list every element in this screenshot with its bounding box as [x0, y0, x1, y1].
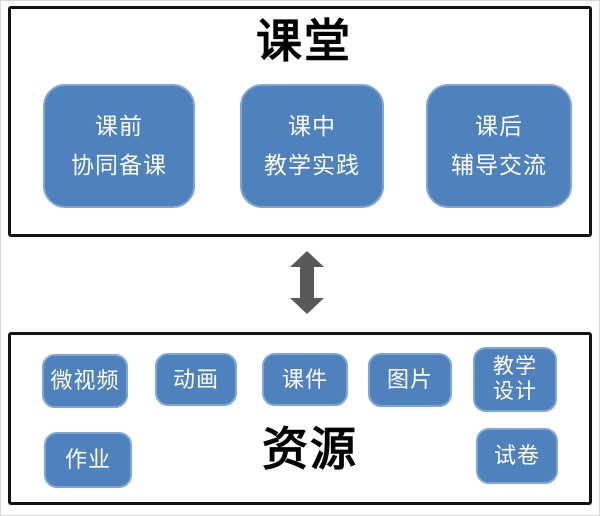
- resource-box-micro-video: 微视频: [42, 354, 128, 408]
- resource-box-picture: 图片: [368, 353, 452, 407]
- box-label: 图片: [386, 367, 433, 393]
- box-label: 试卷: [493, 443, 540, 469]
- classroom-title: 课堂: [256, 15, 352, 67]
- resource-box-homework: 作业: [44, 432, 132, 488]
- box-label: 课件: [281, 366, 328, 392]
- box-line: 辅导交流: [451, 151, 547, 178]
- box-line: 教学: [493, 354, 537, 378]
- resource-box-teaching-design: 教学 设计: [473, 347, 557, 412]
- double-arrow-icon: [290, 251, 324, 314]
- box-line: 课前: [95, 113, 143, 140]
- box-line: 教学实践: [264, 151, 360, 178]
- resources-title: 资源: [262, 423, 358, 475]
- classroom-box-after-class: 课后 辅导交流: [426, 84, 572, 208]
- box-label: 微视频: [50, 368, 120, 394]
- box-line: 协同备课: [71, 151, 167, 178]
- resource-box-test-paper: 试卷: [476, 428, 558, 484]
- resource-box-animation: 动画: [155, 353, 237, 406]
- box-line: 课后: [475, 113, 523, 140]
- box-label: 作业: [64, 447, 111, 473]
- classroom-box-before-class: 课前 协同备课: [43, 84, 195, 208]
- box-label: 动画: [172, 366, 219, 392]
- classroom-box-during-class: 课中 教学实践: [240, 84, 384, 208]
- box-line: 设计: [493, 379, 537, 403]
- box-line: 课中: [288, 113, 336, 140]
- resource-box-courseware: 课件: [262, 353, 348, 406]
